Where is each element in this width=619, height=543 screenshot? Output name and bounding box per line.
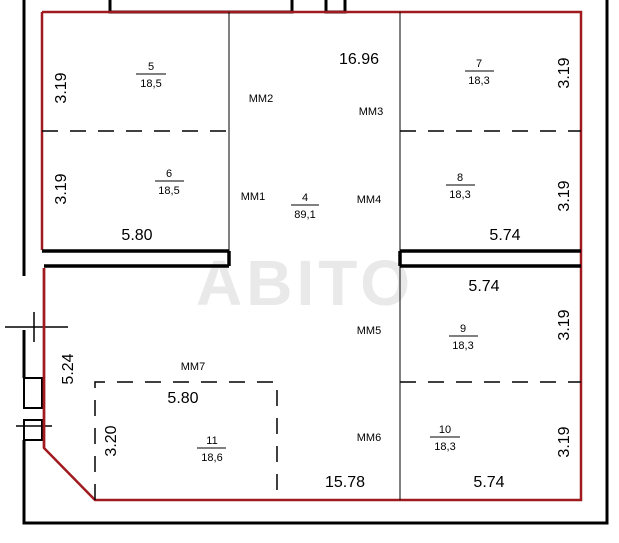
dim-right-lower-top: 5.74 (468, 278, 499, 295)
room-8-number: 8 (457, 172, 463, 184)
room-9-number: 9 (460, 323, 466, 335)
room-4-number: 4 (302, 192, 308, 204)
mm7-zone (94, 381, 278, 500)
room-8: 8 18,3 (446, 172, 475, 201)
room-labels: 5 18,5 7 18,3 6 18,5 4 89,1 8 18,3 9 18,… (136, 58, 494, 464)
dim-bottom-center: 15.78 (325, 474, 365, 491)
room-6: 6 18,5 (155, 168, 184, 197)
dim-bottom-right: 5.74 (473, 474, 504, 491)
dim-right-upper: 3.19 (556, 57, 573, 88)
room-5-area: 18,5 (140, 78, 161, 90)
room-9: 9 18,3 (449, 323, 478, 352)
watermark: ABITO (196, 247, 414, 319)
mm1-label: ММ1 (241, 191, 265, 203)
room-6-area: 18,5 (158, 185, 179, 197)
dim-right-bottom-length: 5.74 (489, 227, 520, 244)
outer-wall-top-left (108, 0, 294, 14)
dim-left-side: 5.24 (60, 353, 77, 384)
room-10: 10 18,3 (430, 424, 460, 453)
window-left-1 (23, 377, 43, 409)
room-4-area: 89,1 (294, 209, 315, 221)
interior-walls (42, 249, 581, 268)
dim-left-bottom-length: 5.80 (121, 227, 152, 244)
room-7-number: 7 (476, 58, 482, 70)
room-8-area: 18,3 (449, 189, 470, 201)
room-5: 5 18,5 (136, 61, 166, 90)
room-9-area: 18,3 (452, 340, 473, 352)
dashed-lines (42, 130, 581, 500)
room-11-number: 11 (206, 435, 217, 447)
dim-left-middle: 3.19 (53, 173, 70, 204)
mm5-label: ММ5 (357, 325, 381, 337)
mm4-label: ММ4 (357, 194, 381, 206)
room-11: 11 18,6 (197, 435, 226, 464)
dim-left-upper: 3.19 (53, 72, 70, 103)
dim-right-lower-mid: 3.19 (556, 309, 573, 340)
room-11-area: 18,6 (201, 452, 222, 464)
dim-right-lower-bottom: 3.19 (556, 426, 573, 457)
room-10-number: 10 (439, 424, 451, 436)
dim-right-middle: 3.19 (556, 180, 573, 211)
outer-wall-top-right (324, 0, 347, 14)
workplace-labels: ММ2 ММ3 ММ1 ММ4 ММ5 ММ7 ММ6 (181, 93, 383, 444)
mm2-label: ММ2 (249, 93, 273, 105)
dim-top-center: 16.96 (339, 51, 379, 68)
mm6-label: ММ6 (357, 432, 381, 444)
room-6-number: 6 (166, 168, 172, 180)
dimension-labels: 16.96 3.19 3.19 3.19 3.19 5.80 5.74 5.74… (53, 51, 573, 491)
left-openings (5, 312, 68, 441)
mm7-label: ММ7 (181, 361, 205, 373)
dim-mm7-width: 5.80 (167, 390, 198, 407)
window-left-2 (23, 419, 43, 441)
room-10-area: 18,3 (434, 441, 455, 453)
dim-mm7-height: 3.20 (103, 425, 120, 456)
mm3-label: ММ3 (359, 106, 383, 118)
room-7: 7 18,3 (465, 58, 494, 87)
room-7-area: 18,3 (468, 75, 489, 87)
room-4: 4 89,1 (291, 192, 319, 221)
outer-wall-right (22, 0, 609, 525)
room-5-number: 5 (148, 61, 154, 73)
